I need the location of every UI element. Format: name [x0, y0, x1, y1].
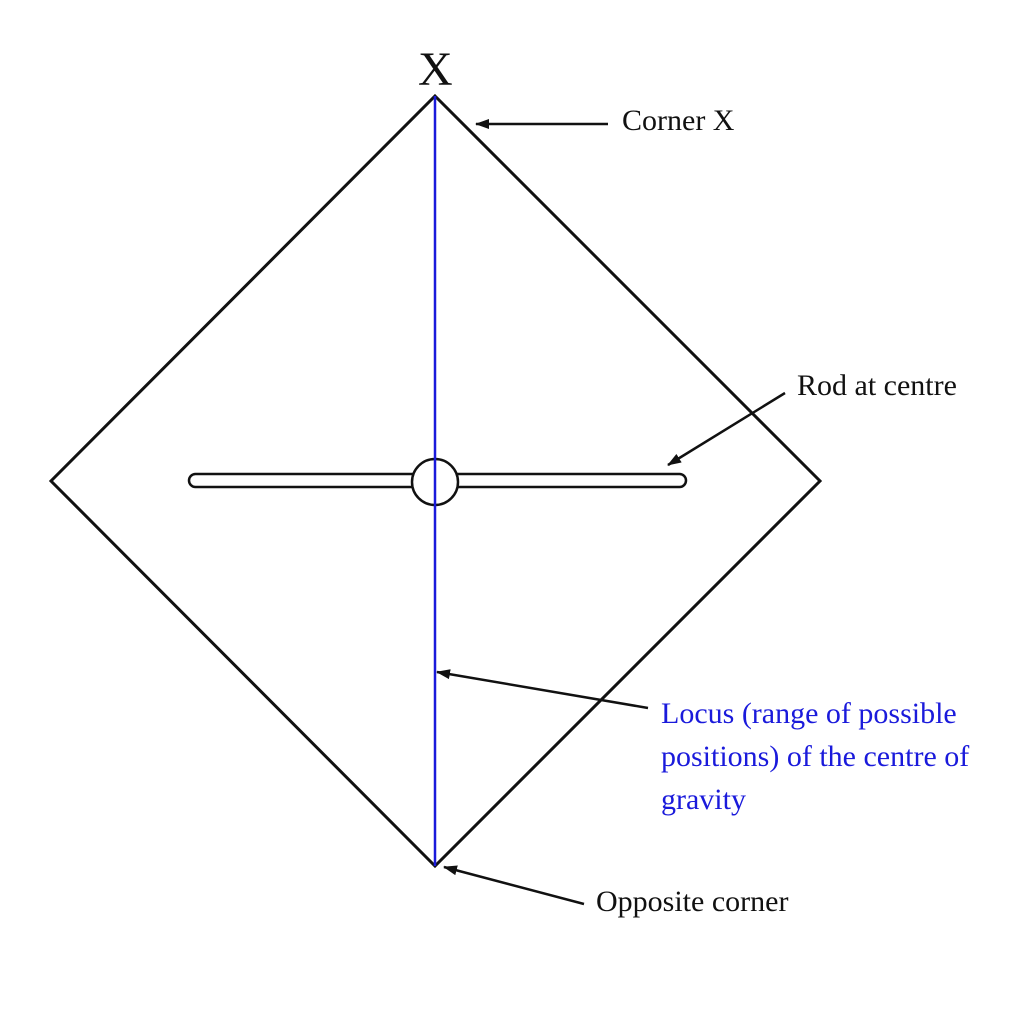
- locus-arrow: [436, 669, 649, 710]
- corner-x-label: Corner X: [622, 104, 735, 137]
- opposite-corner-label: Opposite corner: [596, 885, 789, 918]
- locus-label: Locus (range of possible positions) of t…: [661, 697, 970, 816]
- rod-arrow: [667, 391, 786, 467]
- rod-at-centre-label: Rod at centre: [797, 369, 957, 402]
- vertex-x-label: X: [418, 43, 453, 96]
- opposite-corner-arrow: [443, 865, 585, 906]
